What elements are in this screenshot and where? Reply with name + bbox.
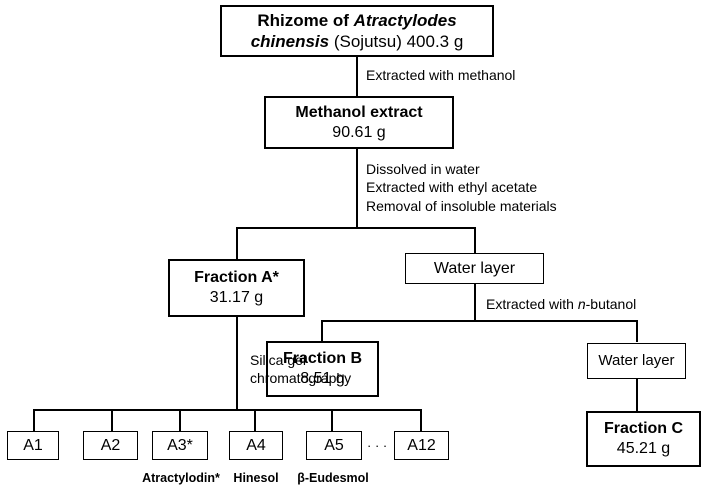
subfraction-a4-box: A4 bbox=[229, 431, 283, 460]
fraction-a-mass: 31.17 g bbox=[209, 289, 264, 306]
connector bbox=[331, 409, 333, 432]
fraction-b-box: Fraction B 8.51 g bbox=[266, 341, 379, 397]
methanol-mass: 90.61 g bbox=[332, 124, 386, 141]
fraction-b-mass: 8.51 g bbox=[300, 370, 345, 387]
fraction-b-title: Fraction B bbox=[282, 350, 363, 367]
water-layer-2-label: Water layer bbox=[598, 352, 675, 369]
step-butanol-rest: -butanol bbox=[585, 296, 637, 312]
fraction-c-title: Fraction C bbox=[603, 420, 684, 437]
connector bbox=[636, 320, 638, 342]
root-line1-italic: Atractylodes bbox=[353, 11, 457, 30]
subfraction-a12-label: A12 bbox=[407, 437, 436, 454]
subfraction-a2-box: A2 bbox=[83, 431, 138, 460]
compound-atractylodin: Atractylodin* bbox=[142, 471, 220, 485]
connector bbox=[356, 148, 358, 228]
water-layer-box: Water layer bbox=[405, 253, 544, 284]
root-line1: Rhizome of Atractylodes bbox=[222, 10, 492, 31]
methanol-title: Methanol extract bbox=[295, 104, 423, 121]
water-layer-2-box: Water layer bbox=[587, 343, 686, 379]
step-chromatography-label-2: chromatography bbox=[250, 370, 352, 386]
step-butanol-prefix: Extracted with bbox=[486, 296, 578, 312]
connector bbox=[179, 409, 181, 432]
compound-beta-eudesmol: β-Eudesmol bbox=[297, 471, 369, 485]
methanol-extract-box: Methanol extract 90.61 g bbox=[264, 96, 454, 149]
connector bbox=[111, 409, 113, 432]
connector bbox=[236, 317, 238, 410]
connector bbox=[420, 409, 422, 432]
subfraction-a2-label: A2 bbox=[100, 437, 121, 454]
step-methanol-label: Extracted with methanol bbox=[366, 67, 516, 83]
ellipsis: · · · bbox=[367, 438, 388, 453]
subfraction-a5-label: A5 bbox=[324, 437, 344, 454]
step-butanol-label: Extracted with n-butanol bbox=[486, 295, 636, 313]
step-partition-label-3: Removal of insoluble materials bbox=[366, 198, 557, 214]
fraction-c-mass: 45.21 g bbox=[616, 440, 671, 457]
connector bbox=[636, 378, 638, 412]
root-line2-italic: chinensis bbox=[250, 32, 330, 51]
root-line2-rest: (Sojutsu) 400.3 g bbox=[329, 32, 464, 51]
connector bbox=[356, 56, 358, 96]
root-line1-prefix: Rhizome of bbox=[257, 11, 354, 30]
connector bbox=[321, 320, 638, 322]
step-partition-label-1: Dissolved in water bbox=[366, 161, 480, 177]
compound-hinesol: Hinesol bbox=[233, 471, 279, 485]
connector bbox=[33, 409, 422, 411]
connector bbox=[254, 409, 256, 432]
step-partition-label-2: Extracted with ethyl acetate bbox=[366, 179, 538, 195]
connector bbox=[321, 320, 323, 342]
root-line2: chinensis (Sojutsu) 400.3 g bbox=[222, 31, 492, 52]
step-butanol-italic: n bbox=[577, 296, 586, 312]
connector bbox=[474, 227, 476, 254]
subfraction-a3-label: A3* bbox=[167, 437, 193, 454]
fraction-a-box: Fraction A* 31.17 g bbox=[168, 259, 305, 317]
subfraction-a4-label: A4 bbox=[246, 437, 266, 454]
subfraction-a3-box: A3* bbox=[152, 431, 208, 460]
root-box: Rhizome of Atractylodes chinensis (Sojut… bbox=[220, 5, 494, 57]
subfraction-a1-label: A1 bbox=[23, 437, 43, 454]
subfraction-a1-box: A1 bbox=[7, 431, 59, 460]
water-layer-label: Water layer bbox=[433, 260, 516, 277]
connector bbox=[236, 227, 238, 261]
connector bbox=[474, 283, 476, 321]
step-chromatography-label-1: Silica gel bbox=[250, 352, 307, 368]
fraction-c-box: Fraction C 45.21 g bbox=[586, 411, 701, 467]
subfraction-a12-box: A12 bbox=[394, 431, 449, 460]
subfraction-a5-box: A5 bbox=[306, 431, 362, 460]
connector bbox=[33, 409, 35, 432]
connector bbox=[236, 227, 476, 229]
fraction-a-title: Fraction A* bbox=[194, 269, 279, 286]
